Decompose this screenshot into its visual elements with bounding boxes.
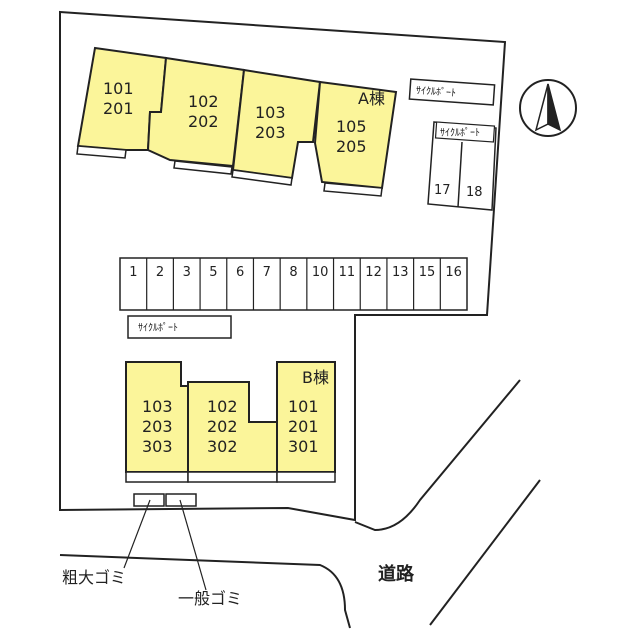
road-curb-lower — [429, 479, 541, 626]
parking-space-label: 5 — [209, 265, 217, 280]
parking-space-label: 2 — [156, 265, 164, 280]
cycle-port-top: ｻｲｸﾙﾎﾟｰﾄ — [408, 78, 496, 106]
cycle-port-label: ｻｲｸﾙﾎﾟｰﾄ — [138, 322, 178, 334]
unit-label: 201 — [103, 99, 134, 118]
building-a-label: A棟 — [358, 89, 385, 108]
parking-space-label: 16 — [445, 265, 462, 280]
unit-label: 303 — [142, 437, 173, 456]
north-arrow-icon — [519, 79, 577, 137]
balcony — [231, 169, 293, 186]
unit-label: 101 — [288, 397, 319, 416]
parking-space-label: 1 — [129, 265, 137, 280]
balcony — [125, 471, 189, 483]
road-curb-upper — [354, 379, 521, 532]
parking-space-label: 12 — [365, 265, 382, 280]
unit-label: 102 — [188, 92, 219, 111]
general-garbage-label: 一般ゴミ — [178, 589, 242, 608]
bulky-garbage-box — [133, 493, 165, 507]
unit-label: 205 — [336, 137, 367, 156]
unit-label: 103 — [255, 103, 286, 122]
bulky-garbage-label: 粗大ゴミ — [62, 568, 126, 587]
general-garbage-box — [165, 493, 197, 507]
road-label: 道路 — [378, 563, 415, 585]
building-a: A棟 101 201 102 202 103 203 105 205 — [76, 46, 398, 197]
balcony — [323, 182, 383, 197]
leader-line — [179, 499, 207, 591]
unit-label: 203 — [142, 417, 173, 436]
parking-space-label: 11 — [339, 265, 356, 280]
unit-label: 103 — [142, 397, 173, 416]
cycle-port-label: ｻｲｸﾙﾎﾟｰﾄ — [440, 127, 480, 139]
parking-space-label: 3 — [183, 265, 191, 280]
parking-space-label: 10 — [312, 265, 329, 280]
unit-label: 105 — [336, 117, 367, 136]
site-boundary — [59, 10, 507, 522]
balcony — [173, 160, 233, 175]
balcony — [276, 471, 336, 483]
garbage-station: 粗大ゴミ 一般ゴミ — [62, 493, 242, 608]
parking-space-label: 15 — [419, 265, 436, 280]
unit-label: 202 — [207, 417, 238, 436]
parking-space-label: 17 — [434, 183, 451, 198]
parking-space-label: 18 — [466, 185, 483, 200]
leader-line — [123, 499, 151, 569]
cycle-port-label: ｻｲｸﾙﾎﾟｰﾄ — [416, 85, 457, 100]
unit-label: 202 — [188, 112, 219, 131]
unit-label: 302 — [207, 437, 238, 456]
building-b: B棟 103 203 303 102 202 302 101 201 301 — [125, 361, 336, 483]
unit-label: 301 — [288, 437, 319, 456]
parking-space-label: 6 — [236, 265, 244, 280]
building-b-label: B棟 — [302, 368, 329, 387]
parking-space-label: 13 — [392, 265, 409, 280]
balcony — [187, 471, 278, 483]
unit-label: 102 — [207, 397, 238, 416]
unit-label: 201 — [288, 417, 319, 436]
unit-label: 203 — [255, 123, 286, 142]
parking-space-label: 7 — [263, 265, 271, 280]
cycle-port-middle: ｻｲｸﾙﾎﾟｰﾄ — [127, 315, 232, 339]
unit-label: 101 — [103, 79, 134, 98]
cycle-port-right: ｻｲｸﾙﾎﾟｰﾄ 17 18 — [427, 121, 497, 211]
parking-space-label: 8 — [289, 265, 297, 280]
road-edge-left — [59, 554, 351, 629]
balcony — [76, 145, 127, 159]
